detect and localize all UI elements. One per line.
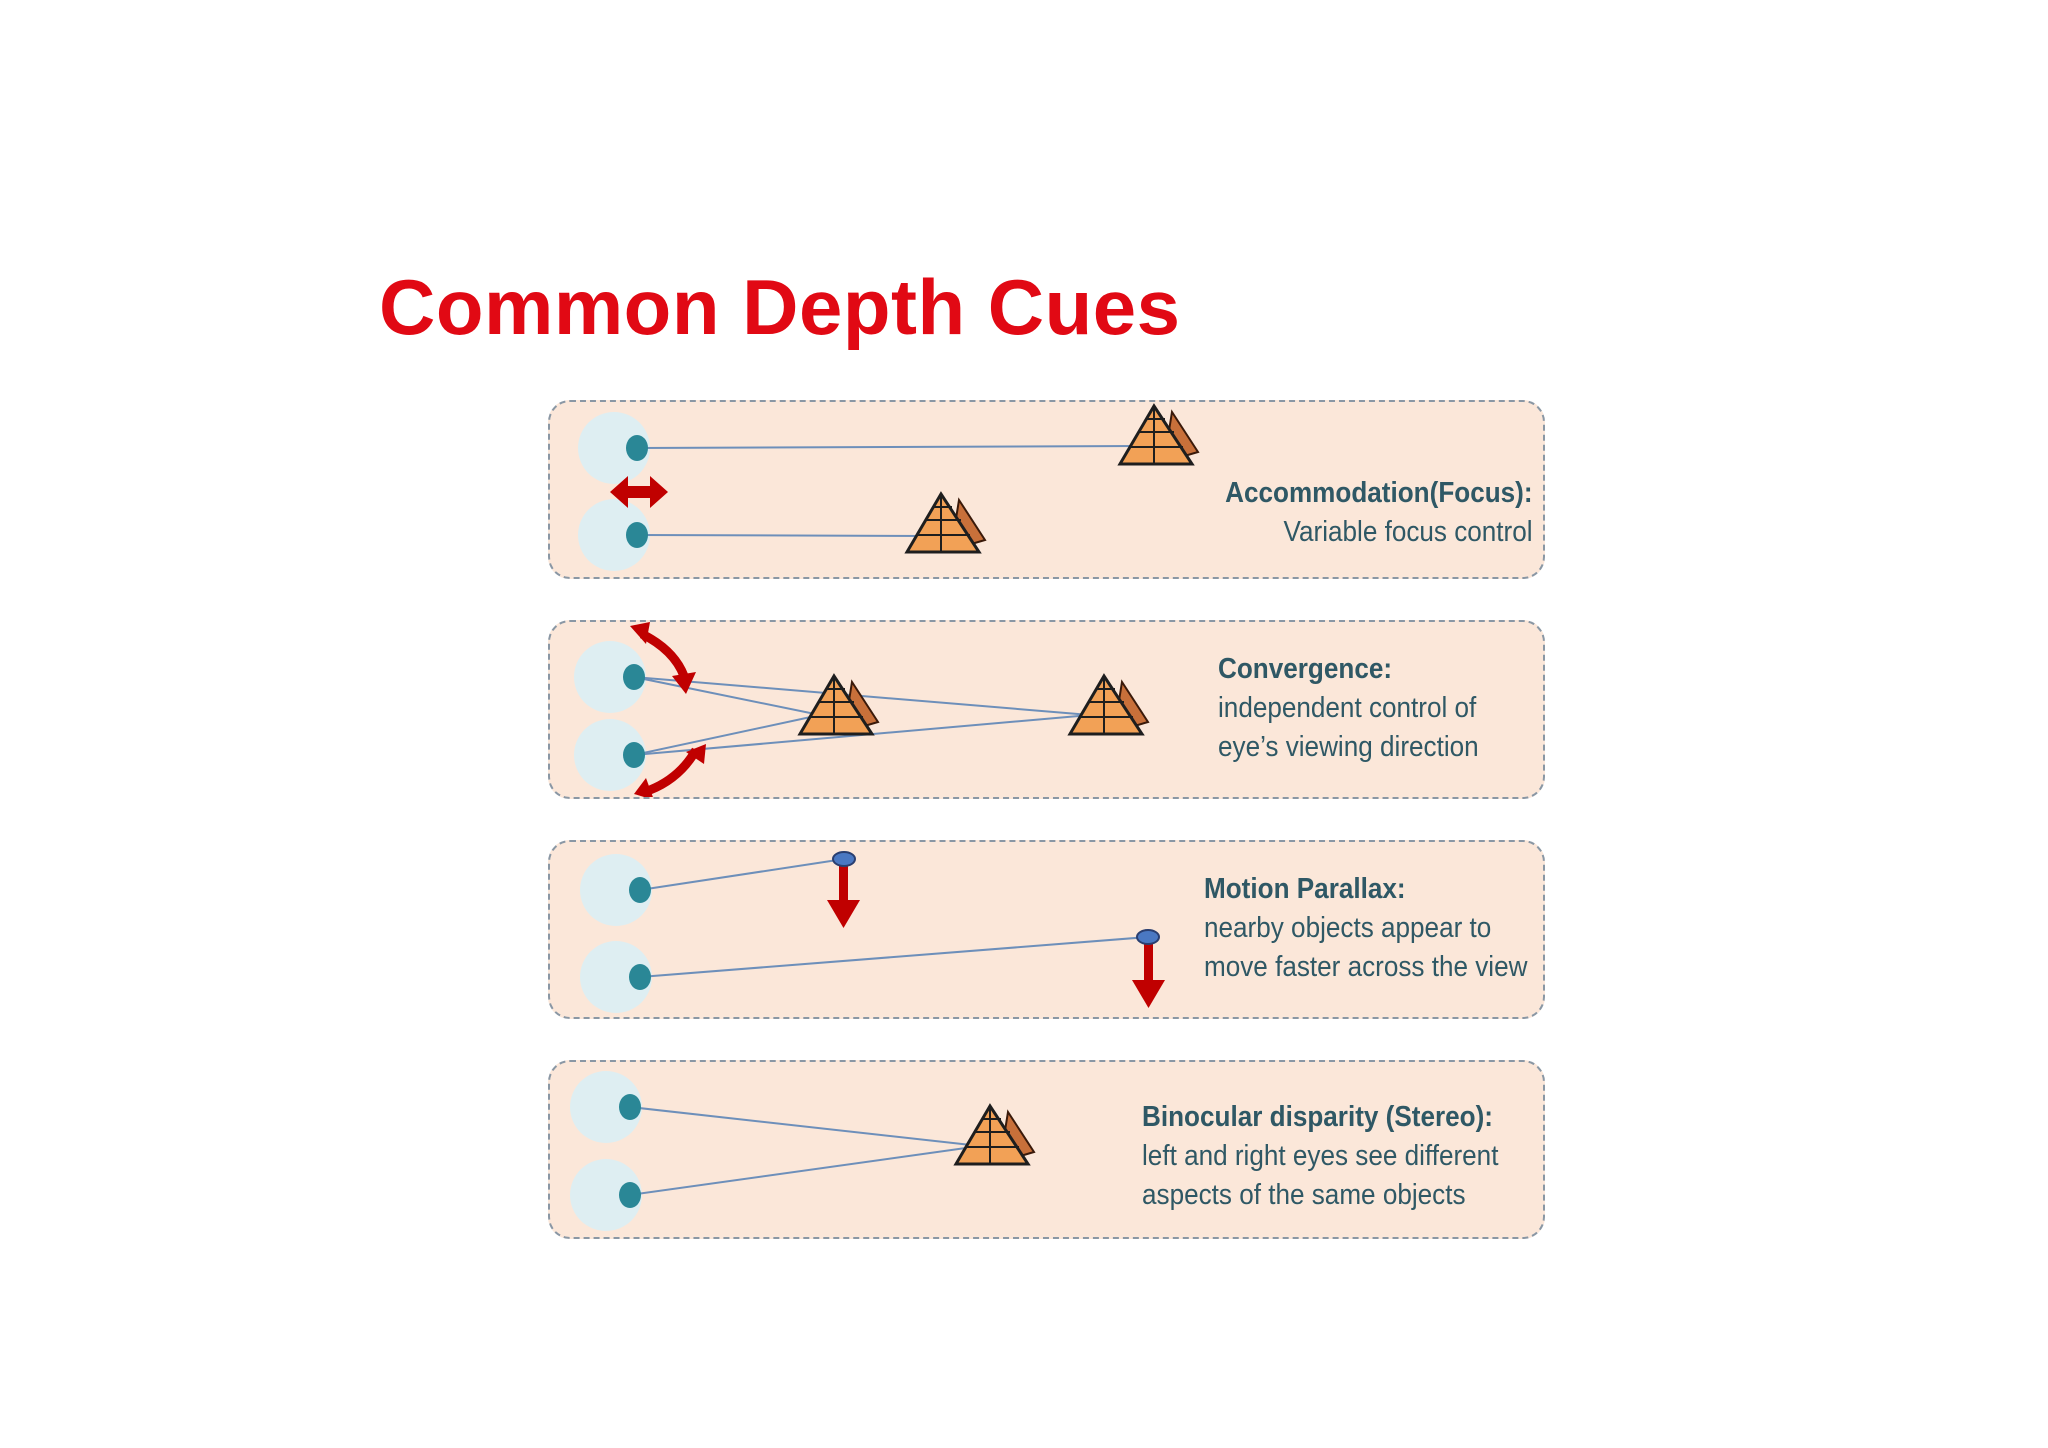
cue-line: nearby objects appear to — [1204, 912, 1492, 944]
page-title: Common Depth Cues — [379, 263, 1181, 351]
object-dot-far — [1136, 929, 1160, 945]
cue-text-motion-parallax: Motion Parallax: nearby objects appear t… — [1204, 870, 1527, 987]
eye-lower — [574, 719, 646, 791]
pyramid — [954, 1104, 1036, 1166]
cue-line: move faster across the view — [1204, 951, 1528, 983]
cue-panel-accommodation: Accommodation(Focus): Variable focus con… — [548, 400, 1545, 579]
pupil-lower — [619, 1182, 641, 1208]
object-dot-near — [832, 851, 856, 867]
convergence-diagram — [574, 622, 1150, 797]
eye-upper — [578, 412, 650, 484]
cue-panel-motion-parallax: Motion Parallax: nearby objects appear t… — [548, 840, 1545, 1019]
pyramid-far — [1118, 404, 1200, 466]
cue-text-accommodation: Accommodation(Focus): Variable focus con… — [1226, 474, 1533, 552]
eye-upper — [580, 854, 652, 926]
pupil-upper — [623, 664, 645, 690]
cue-line: Variable focus control — [1283, 516, 1533, 548]
eye-upper — [574, 641, 646, 713]
cue-line: eye’s viewing direction — [1218, 731, 1479, 763]
pupil-upper — [626, 435, 648, 461]
pupil-upper — [619, 1094, 641, 1120]
pyramid-far — [1068, 674, 1150, 736]
eye-lower — [570, 1159, 642, 1231]
eye-lower — [578, 499, 650, 571]
motion-parallax-diagram — [580, 851, 1165, 1013]
cue-text-binocular-disparity: Binocular disparity (Stereo): left and r… — [1142, 1098, 1498, 1215]
binocular-disparity-diagram — [570, 1071, 1036, 1231]
accommodation-diagram — [578, 404, 1200, 571]
eye-upper — [570, 1071, 642, 1143]
cue-line: left and right eyes see different — [1142, 1140, 1499, 1172]
cue-panel-convergence: Convergence: independent control of eye’… — [548, 620, 1545, 799]
cue-line: aspects of the same objects — [1142, 1179, 1466, 1211]
eye-lower — [580, 941, 652, 1013]
down-arrow-icon-far — [1132, 942, 1165, 1008]
pyramid-near — [798, 674, 880, 736]
double-arrow-icon — [610, 476, 668, 508]
pupil-lower — [629, 964, 651, 990]
pupil-lower — [626, 522, 648, 548]
rotate-arrow-icon-upper — [630, 622, 696, 694]
pupil-upper — [629, 877, 651, 903]
cue-heading: Motion Parallax: — [1204, 873, 1406, 905]
cue-panel-binocular-disparity: Binocular disparity (Stereo): left and r… — [548, 1060, 1545, 1239]
pyramid-near — [905, 492, 987, 554]
rotate-arrow-icon-lower — [634, 744, 706, 797]
cue-heading: Convergence: — [1218, 653, 1393, 685]
cue-heading: Binocular disparity (Stereo): — [1142, 1101, 1493, 1133]
cue-text-convergence: Convergence: independent control of eye’… — [1218, 650, 1479, 767]
pupil-lower — [623, 742, 645, 768]
cue-heading: Accommodation(Focus): — [1225, 477, 1533, 509]
down-arrow-icon-near — [827, 862, 860, 928]
cue-line: independent control of — [1218, 692, 1477, 724]
